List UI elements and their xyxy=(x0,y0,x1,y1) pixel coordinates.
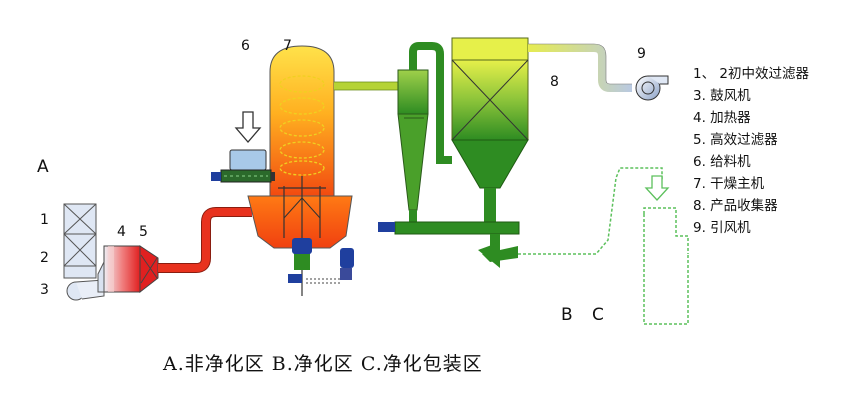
blower-3 xyxy=(66,279,105,301)
tower-motors xyxy=(288,238,354,296)
number-1: 1 xyxy=(40,212,49,228)
number-3: 3 xyxy=(40,282,49,298)
hopper-arrow-icon xyxy=(234,111,262,143)
legend-item: 6. 给料机 xyxy=(693,154,751,170)
zone-b-label: B xyxy=(561,305,573,325)
number-6: 6 xyxy=(241,38,250,54)
component-legend: 1、 2初中效过滤器 3. 鼓风机 4. 加热器 5. 高效过滤器 6. 给料机… xyxy=(693,63,809,239)
legend-item: 5. 高效过滤器 xyxy=(693,132,778,148)
number-4: 4 xyxy=(117,224,126,240)
zone-a-label: A xyxy=(37,157,49,177)
legend-item: 1、 2初中效过滤器 xyxy=(693,66,809,82)
legend-item: 7. 干燥主机 xyxy=(693,176,765,192)
motor-icon xyxy=(378,222,395,232)
hepa-filter-5 xyxy=(139,245,159,294)
cyclone-separator xyxy=(397,69,429,224)
legend-item: 4. 加热器 xyxy=(693,110,751,126)
legend-item: 3. 鼓风机 xyxy=(693,88,751,104)
number-9: 9 xyxy=(637,46,646,62)
exhaust-pipe xyxy=(528,44,632,92)
product-collector-8 xyxy=(451,37,529,224)
heater-4 xyxy=(97,245,141,293)
zone-c-label: C xyxy=(592,305,604,325)
number-7: 7 xyxy=(283,38,292,54)
number-8: 8 xyxy=(550,74,559,90)
motor-icon xyxy=(211,172,221,181)
screw-conveyor xyxy=(378,221,520,268)
pre-filter-stack xyxy=(63,203,97,279)
drying-tower-7 xyxy=(247,45,353,249)
cyclone-outlet-pipe xyxy=(409,42,452,164)
legend-item: 8. 产品收集器 xyxy=(693,198,778,214)
number-5: 5 xyxy=(139,224,148,240)
number-2: 2 xyxy=(40,250,49,266)
zone-caption: A.非净化区 B.净化区 C.净化包装区 xyxy=(163,353,483,375)
feed-arrow-icon xyxy=(644,175,670,201)
product-transfer-line xyxy=(518,167,689,325)
legend-item: 9. 引风机 xyxy=(693,220,751,236)
feeder-6 xyxy=(211,149,275,183)
induced-fan-9 xyxy=(635,75,669,101)
